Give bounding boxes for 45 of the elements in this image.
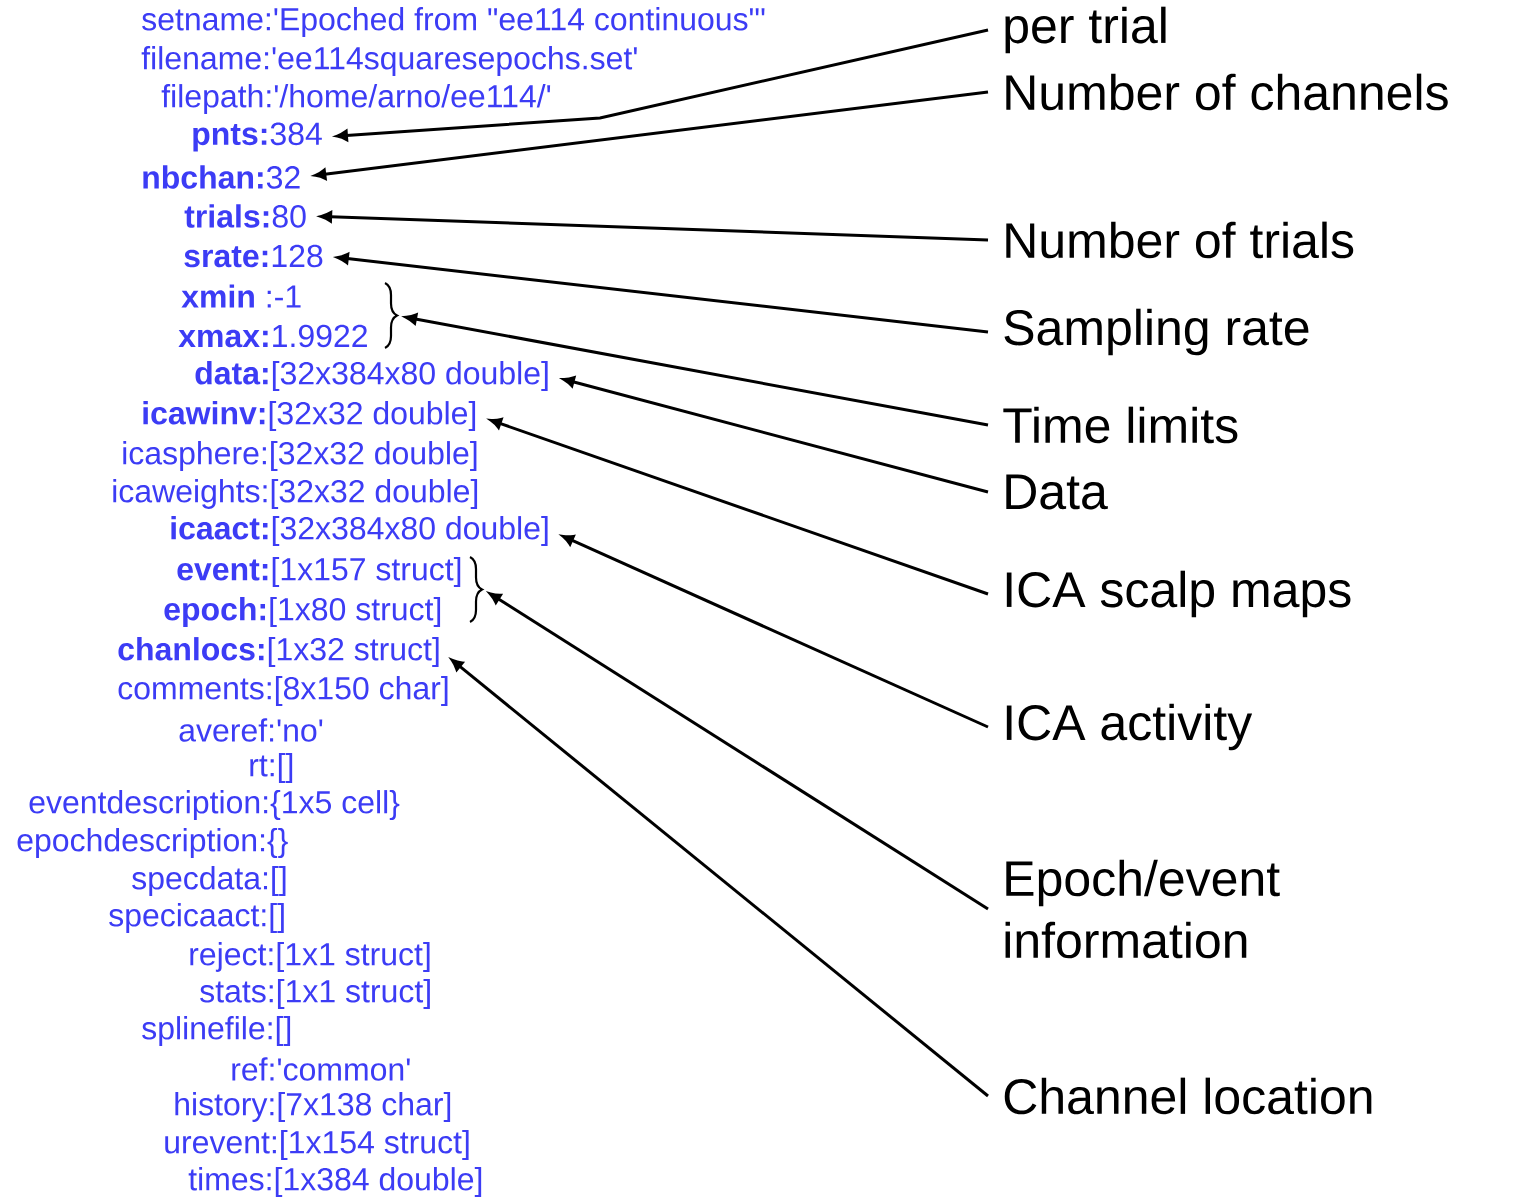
leader-arrow [450,658,989,1098]
annotation-label: ICA scalp maps [1006,570,1351,618]
field-text: splinefile:[] [142,1016,291,1046]
field-text: icawinv:[32x32 double] [143,401,476,431]
field-text: epoch:[1x80 struct] [164,597,441,627]
field-text: history:[7x138 char] [175,1092,451,1122]
field-text: averef:'no' [179,718,323,742]
field-text: icaweights:[32x32 double] [113,479,478,509]
annotation-label: Time limits [1003,406,1238,444]
field-text: chanlocs:[1x32 struct] [118,637,439,667]
field-text: event:[1x157 struct] [177,557,461,587]
field-text: trials:80 [184,204,306,228]
annotation-label: Number of trials [1006,221,1354,259]
field-text: ref:'common' [232,1057,410,1081]
field-text: pnts:384 [193,122,322,152]
field-text: nbchan:32 [143,165,300,189]
annotation-label: Data [1006,474,1108,510]
field-text: xmin :-1 [181,284,301,308]
annotation-label: Number of channels [1006,73,1448,111]
leader-arrow [489,418,989,596]
annotation-label: per trial [1005,6,1166,54]
field-text: epochdescription:{} [17,828,288,858]
field-text: specicaact:[] [109,903,284,933]
curly-brace [384,282,399,349]
field-text: urevent:[1x154 struct] [165,1130,469,1160]
leader-arrow [488,592,989,911]
leader-arrow [336,252,989,334]
field-text: times:[1x384 double] [188,1167,482,1197]
curly-brace [469,556,484,623]
field-text: specdata:[] [132,866,286,896]
leader-arrow [561,534,989,729]
field-text: icasphere:[32x32 double] [123,441,477,471]
annotation-label: Epoch/event information [1005,859,1280,959]
field-text: srate:128 [184,244,323,268]
field-text: rt:[] [250,753,293,783]
annotation-label: ICA activity [1006,703,1253,751]
field-text: setname:'Epoched from "ee114 continuous"' [142,7,765,37]
field-text: comments:[8x150 char] [118,676,448,706]
annotation-label: Channel location [1004,1077,1372,1115]
field-text: stats:[1x1 struct] [200,979,430,1009]
annotation-label: Sampling rate [1004,308,1309,356]
field-text: icaact:[32x384x80 double] [171,516,548,546]
field-text: xmax:1.9922 [178,324,367,348]
field-text: reject:[1x1 struct] [190,942,430,972]
field-text: eventdescription:{1x5 cell} [29,790,400,820]
